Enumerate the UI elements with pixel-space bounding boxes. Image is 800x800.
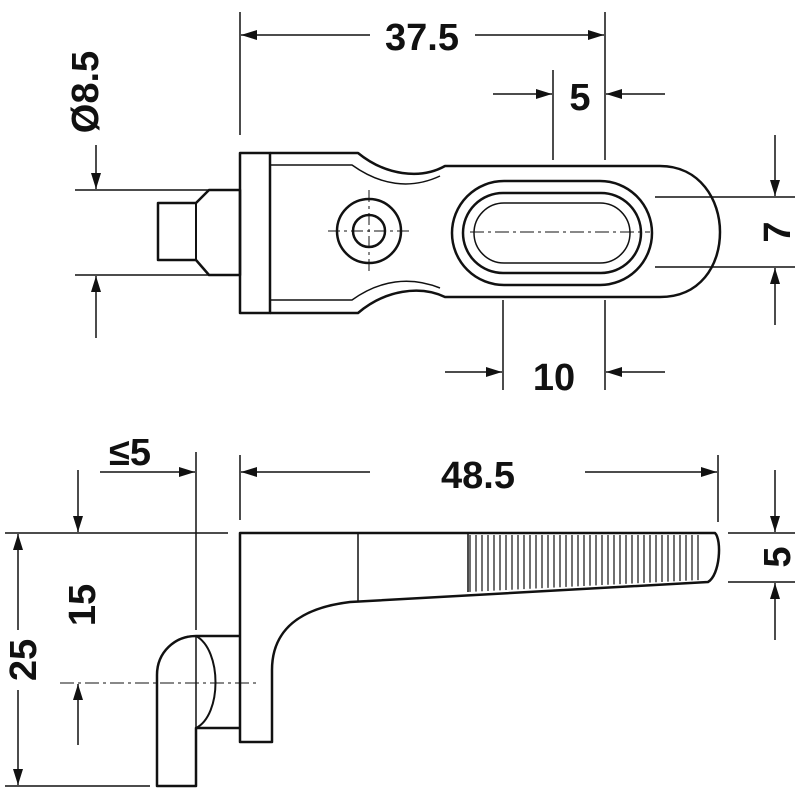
pin-side-outline (155, 634, 240, 788)
dim-label-10: 10 (533, 357, 575, 399)
side-view (155, 531, 721, 788)
pin-side-curve (195, 635, 217, 729)
slot-cut (473, 202, 631, 264)
bracket-profile-outline (238, 531, 721, 744)
dim-label-25: 25 (3, 639, 45, 681)
pin-stub-outline (156, 188, 242, 277)
bracket-body-outline (270, 151, 722, 315)
dim-label-48-5: 48.5 (441, 455, 515, 497)
body-edge-line-top (270, 164, 441, 185)
dim-label-7: 7 (757, 221, 799, 242)
dim-label-le5: ≤5 (109, 432, 151, 474)
top-view-dimensions (75, 12, 795, 390)
body-edge-line-bottom (270, 280, 441, 301)
dim-label-diameter: Ø8.5 (65, 51, 107, 133)
top-view (156, 151, 722, 315)
dim-label-37-5: 37.5 (385, 17, 459, 59)
dim-label-15: 15 (62, 584, 104, 626)
slot-inner (461, 191, 643, 275)
flange (238, 151, 272, 315)
dim-label-5-side: 5 (757, 546, 799, 567)
side-view-dimensions (5, 452, 795, 787)
slot-outer (450, 179, 654, 287)
knurl-texture (469, 535, 699, 592)
dim-label-5-top: 5 (569, 77, 590, 119)
